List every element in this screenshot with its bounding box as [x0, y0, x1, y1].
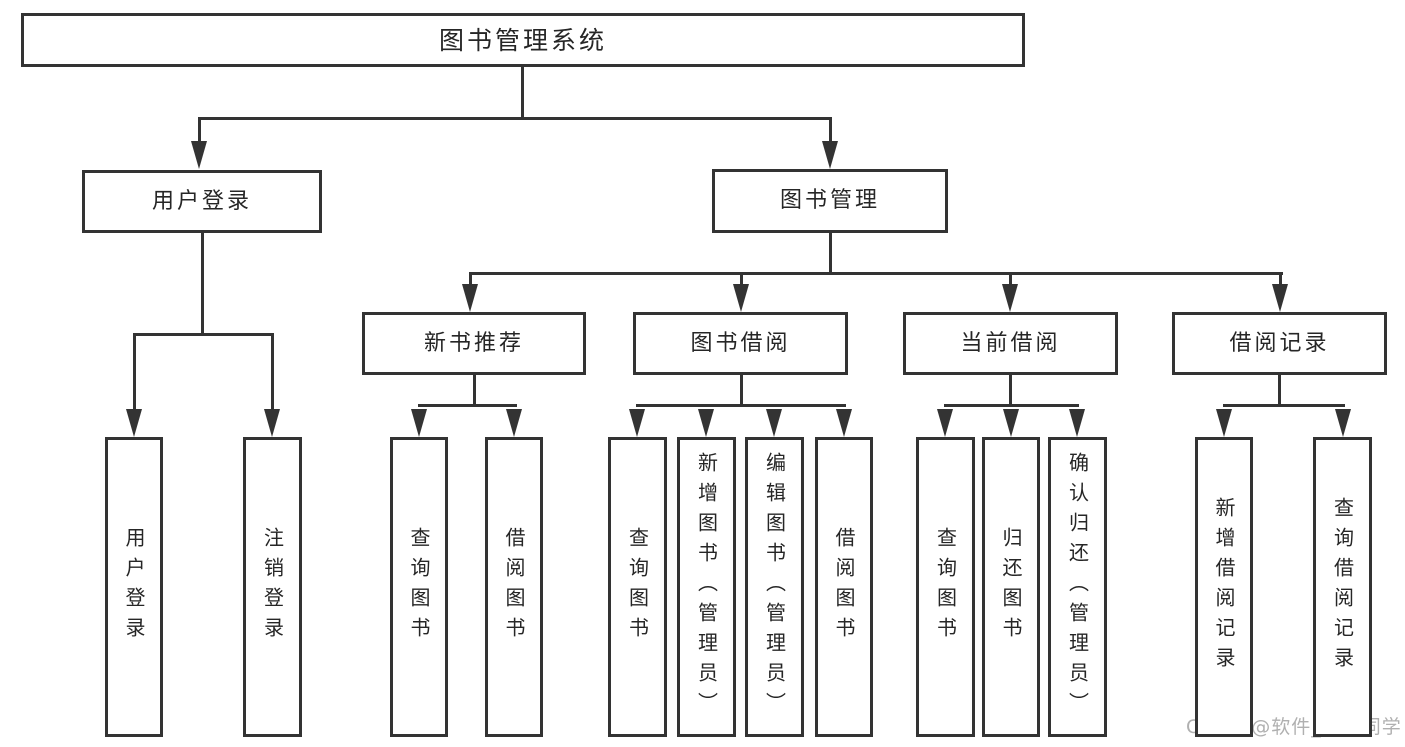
- arrow-down-icon: [1216, 409, 1232, 437]
- node-borrowing-records: 借阅记录: [1172, 312, 1387, 375]
- node-leaf-nb-query-books: 查询图书: [390, 437, 448, 737]
- node-current-borrowing: 当前借阅: [903, 312, 1118, 375]
- connector-line: [739, 375, 743, 407]
- connector-line: [1222, 404, 1345, 407]
- arrow-down-icon: [506, 409, 522, 437]
- node-leaf-logout: 注销登录: [243, 437, 302, 737]
- connector-line: [132, 333, 274, 336]
- connector-line: [828, 117, 832, 145]
- node-label-leaf-bb-add-books-admin: 新增图书（管理员）: [694, 452, 719, 722]
- node-label-leaf-user-login: 用户登录: [122, 527, 146, 647]
- arrow-down-icon: [1272, 284, 1288, 312]
- connector-line: [739, 272, 743, 288]
- connector-line: [270, 333, 274, 413]
- node-label-borrowing-records: 借阅记录: [1229, 330, 1330, 356]
- node-label-leaf-cb-confirm-return-admin: 确认归还（管理员）: [1065, 452, 1090, 722]
- node-leaf-bb-query-books: 查询图书: [608, 437, 667, 737]
- connector-line: [828, 233, 832, 275]
- connector-line: [472, 375, 476, 407]
- connector-line: [1008, 272, 1012, 288]
- node-label-leaf-br-query-record: 查询借阅记录: [1330, 497, 1355, 677]
- arrow-down-icon: [822, 141, 838, 169]
- arrow-down-icon: [733, 284, 749, 312]
- node-leaf-br-query-record: 查询借阅记录: [1313, 437, 1372, 737]
- node-leaf-user-login: 用户登录: [105, 437, 163, 737]
- connector-line: [197, 117, 832, 120]
- arrow-down-icon: [411, 409, 427, 437]
- node-leaf-nb-borrow-books: 借阅图书: [485, 437, 543, 737]
- connector-line: [1278, 272, 1282, 288]
- node-book-management: 图书管理: [712, 169, 948, 233]
- connector-line: [200, 233, 204, 336]
- connector-line: [635, 404, 846, 407]
- node-label-leaf-cb-return-books: 归还图书: [999, 527, 1023, 647]
- node-book-borrowing: 图书借阅: [633, 312, 848, 375]
- arrow-down-icon: [836, 409, 852, 437]
- node-label-leaf-nb-borrow-books: 借阅图书: [502, 527, 526, 647]
- connector-line: [132, 333, 136, 413]
- node-label-leaf-cb-query-books: 查询图书: [933, 527, 958, 647]
- connector-line: [468, 272, 1283, 275]
- node-leaf-br-add-record: 新增借阅记录: [1195, 437, 1253, 737]
- node-label-leaf-logout: 注销登录: [260, 527, 285, 647]
- arrow-down-icon: [462, 284, 478, 312]
- node-label-leaf-bb-borrow-books: 借阅图书: [832, 527, 856, 647]
- arrow-down-icon: [937, 409, 953, 437]
- arrow-down-icon: [264, 409, 280, 437]
- connector-line: [417, 404, 517, 407]
- node-root: 图书管理系统: [21, 13, 1025, 67]
- node-label-leaf-bb-edit-books-admin: 编辑图书（管理员）: [762, 452, 787, 722]
- node-leaf-cb-query-books: 查询图书: [916, 437, 975, 737]
- arrow-down-icon: [1003, 409, 1019, 437]
- node-leaf-bb-borrow-books: 借阅图书: [815, 437, 873, 737]
- node-label-book-borrowing: 图书借阅: [690, 330, 791, 356]
- node-label-user-login: 用户登录: [151, 188, 252, 214]
- node-leaf-cb-confirm-return-admin: 确认归还（管理员）: [1048, 437, 1107, 737]
- node-leaf-bb-edit-books-admin: 编辑图书（管理员）: [745, 437, 804, 737]
- arrow-down-icon: [698, 409, 714, 437]
- node-user-login: 用户登录: [82, 170, 322, 233]
- node-label-root: 图书管理系统: [438, 25, 607, 55]
- arrow-down-icon: [1335, 409, 1351, 437]
- connector-line: [468, 272, 472, 288]
- node-new-book-recommend: 新书推荐: [362, 312, 586, 375]
- node-label-current-borrowing: 当前借阅: [960, 330, 1061, 356]
- arrow-down-icon: [126, 409, 142, 437]
- arrow-down-icon: [191, 141, 207, 169]
- arrow-down-icon: [1002, 284, 1018, 312]
- node-leaf-bb-add-books-admin: 新增图书（管理员）: [677, 437, 736, 737]
- node-leaf-cb-return-books: 归还图书: [982, 437, 1040, 737]
- node-label-new-book-recommend: 新书推荐: [423, 330, 524, 356]
- node-label-leaf-br-add-record: 新增借阅记录: [1212, 497, 1236, 677]
- arrow-down-icon: [629, 409, 645, 437]
- connector-line: [1008, 375, 1012, 407]
- node-label-leaf-bb-query-books: 查询图书: [625, 527, 650, 647]
- connector-line: [1277, 375, 1281, 407]
- connector-line: [197, 117, 201, 145]
- connector-line: [943, 404, 1079, 407]
- node-label-book-management: 图书管理: [779, 188, 880, 213]
- arrow-down-icon: [766, 409, 782, 437]
- arrow-down-icon: [1069, 409, 1085, 437]
- node-label-leaf-nb-query-books: 查询图书: [407, 527, 431, 647]
- connector-line: [520, 66, 524, 119]
